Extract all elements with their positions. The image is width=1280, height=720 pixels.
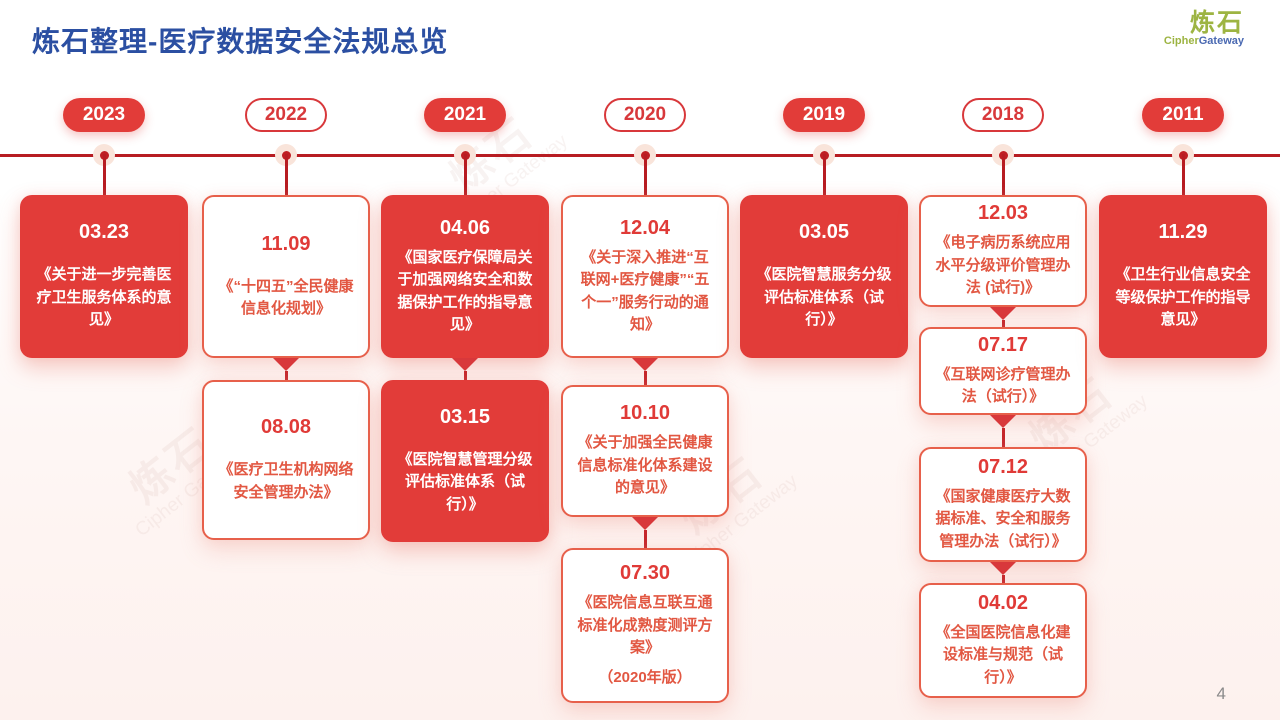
regulation-card: 03.05 《医院智慧服务分级评估标准体系（试行）》 (740, 195, 908, 358)
year-pill: 2018 (962, 98, 1044, 132)
year-pill: 2022 (245, 98, 327, 132)
brand-logo: 炼石 CipherGateway (1164, 10, 1244, 48)
card-date: 04.06 (439, 216, 491, 239)
regulation-card: 08.08 《医疗卫生机构网络安全管理办法》 (202, 380, 370, 540)
card-arrow-connector (990, 562, 1016, 583)
regulation-card: 03.15 《医院智慧管理分级评估标准体系（试行）》 (381, 380, 549, 542)
arrow-down-icon (990, 307, 1016, 320)
regulation-card: 12.03 《电子病历系统应用水平分级评价管理办法 (试行)》 (919, 195, 1087, 307)
regulation-card: 11.29 《卫生行业信息安全等级保护工作的指导意见》 (1099, 195, 1267, 358)
arrow-down-icon (990, 562, 1016, 575)
year-pill: 2019 (783, 98, 865, 132)
arrow-down-icon (632, 517, 658, 530)
arrow-down-icon (452, 358, 478, 371)
connector-stem (102, 154, 106, 195)
card-date: 03.23 (78, 221, 130, 244)
regulation-card: 04.02 《全国医院信息化建设标准与规范（试行）》 (919, 583, 1087, 698)
regulation-card: 07.17 《互联网诊疗管理办法（试行）》 (919, 327, 1087, 415)
card-date: 08.08 (260, 416, 312, 438)
timeline-column-2023: 2023 03.23 《关于进一步完善医疗卫生服务体系的意见》 (20, 90, 188, 720)
year-pill: 2011 (1142, 98, 1224, 132)
card-title: 《医疗卫生机构网络安全管理办法》 (218, 461, 354, 501)
arrow-down-icon (273, 358, 299, 371)
card-date: 11.09 (261, 232, 311, 255)
card-title: 《关于进一步完善医疗卫生服务体系的意见》 (36, 266, 172, 329)
regulation-card: 11.09 《“十四五”全民健康信息化规划》 (202, 195, 370, 358)
card-title: 《全国医院信息化建设标准与规范（试行）》 (935, 623, 1071, 686)
regulation-card: 03.23 《关于进一步完善医疗卫生服务体系的意见》 (20, 195, 188, 358)
connector-stem (284, 154, 288, 195)
card-title: 《电子病历系统应用水平分级评价管理办法 (试行)》 (935, 234, 1071, 297)
regulation-card: 12.04 《关于深入推进“互联网+医疗健康”“五个一”服务行动的通知》 (561, 195, 729, 358)
connector-stem (463, 154, 467, 195)
card-date: 12.03 (977, 202, 1029, 225)
card-date: 11.29 (1158, 221, 1208, 244)
card-date: 10.10 (619, 402, 671, 425)
regulation-card: 07.30 《医院信息互联互通标准化成熟度测评方案》 （2020年版） (561, 548, 729, 703)
logo-en-text: CipherGateway (1163, 35, 1244, 48)
card-title: 《关于加强全民健康信息标准化体系建设的意见》 (577, 434, 713, 497)
card-date: 07.12 (977, 455, 1029, 478)
timeline-column-2018: 2018 12.03 《电子病历系统应用水平分级评价管理办法 (试行)》 07.… (919, 90, 1087, 720)
regulation-card: 07.12 《国家健康医疗大数据标准、安全和服务管理办法（试行）》 (919, 447, 1087, 562)
card-date: 07.30 (619, 562, 671, 584)
card-title: 《医院智慧管理分级评估标准体系（试行）》 (397, 450, 533, 513)
card-title: 《互联网诊疗管理办法（试行）》 (935, 365, 1071, 406)
card-title: 《卫生行业信息安全等级保护工作的指导意见》 (1115, 266, 1251, 329)
timeline-column-2021: 2021 04.06 《国家医疗保障局关于加强网络安全和数据保护工作的指导意见》… (381, 90, 549, 720)
connector-stem (822, 154, 826, 195)
card-title: 《“十四五”全民健康信息化规划》 (218, 277, 354, 318)
card-arrow-connector (452, 358, 478, 380)
card-date: 03.15 (439, 405, 491, 428)
card-date: 03.05 (798, 221, 850, 244)
card-title: 《关于深入推进“互联网+医疗健康”“五个一”服务行动的通知》 (580, 248, 710, 334)
card-title: 《医院智慧服务分级评估标准体系（试行）》 (756, 266, 892, 329)
card-date: 04.02 (977, 591, 1029, 614)
card-arrow-connector (990, 415, 1016, 447)
year-pill: 2021 (424, 98, 506, 132)
connector-stem (1001, 154, 1005, 195)
timeline-column-2022: 2022 11.09 《“十四五”全民健康信息化规划》 08.08 《医疗卫生机… (202, 90, 370, 720)
page-number: 4 (1216, 684, 1226, 703)
card-date: 12.04 (619, 216, 671, 239)
timeline-column-2019: 2019 03.05 《医院智慧服务分级评估标准体系（试行）》 (740, 90, 908, 720)
card-subtitle: （2020年版） (598, 668, 692, 686)
year-pill: 2023 (63, 98, 145, 132)
card-title: 《国家健康医疗大数据标准、安全和服务管理办法（试行）》 (935, 487, 1071, 550)
timeline-column-2011: 2011 11.29 《卫生行业信息安全等级保护工作的指导意见》 (1099, 90, 1267, 720)
card-arrow-connector (632, 358, 658, 385)
timeline-column-2020: 2020 12.04 《关于深入推进“互联网+医疗健康”“五个一”服务行动的通知… (561, 90, 729, 720)
page-title: 炼石整理-医疗数据安全法规总览 (32, 26, 449, 57)
arrow-down-icon (990, 415, 1016, 428)
regulation-card: 10.10 《关于加强全民健康信息标准化体系建设的意见》 (561, 385, 729, 517)
logo-cn-text: 炼石 (1189, 9, 1244, 37)
card-title: 《国家医疗保障局关于加强网络安全和数据保护工作的指导意见》 (397, 248, 533, 334)
connector-stem (1181, 154, 1185, 195)
year-pill: 2020 (604, 98, 686, 132)
arrow-down-icon (632, 358, 658, 371)
card-arrow-connector (273, 358, 299, 380)
card-title: 《医院信息互联互通标准化成熟度测评方案》 (577, 594, 713, 656)
regulation-card: 04.06 《国家医疗保障局关于加强网络安全和数据保护工作的指导意见》 (381, 195, 549, 358)
connector-stem (643, 154, 647, 195)
card-date: 07.17 (977, 333, 1029, 356)
card-arrow-connector (990, 307, 1016, 327)
card-arrow-connector (632, 517, 658, 548)
